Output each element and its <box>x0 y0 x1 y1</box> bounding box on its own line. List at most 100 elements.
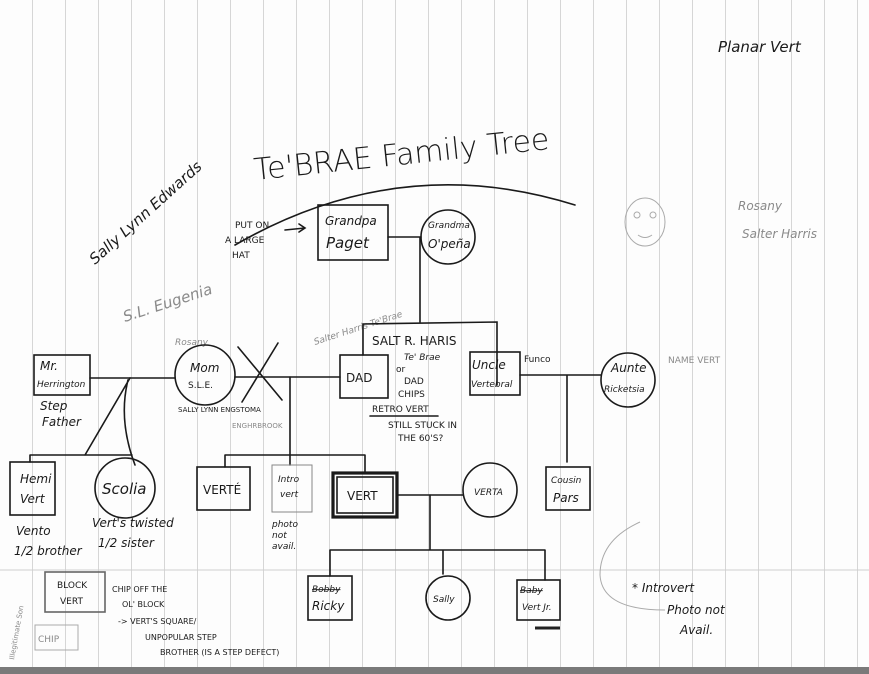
bobby-label: Bobby <box>312 585 341 595</box>
hemi-vert-box <box>9 461 56 516</box>
ricky-box <box>307 575 353 621</box>
cousin-pars-box <box>545 466 591 511</box>
scolia-note-1: Vert's twisted <box>92 516 174 530</box>
uncle-label-2: Vertebral <box>471 380 513 390</box>
step-father-label-2: Father <box>42 415 82 429</box>
mom-sub-1: SALLY LYNN ENGSTOMA <box>178 406 261 414</box>
chip-label: CHIP <box>38 635 60 645</box>
step-father-label-1: Step <box>40 399 68 413</box>
hemi-label-1: Hemi <box>20 472 52 486</box>
salt-label-7: STILL STUCK IN <box>388 421 457 431</box>
intro-label-2: vert <box>280 490 299 500</box>
scolia-label: Scolia <box>102 480 146 498</box>
scolia-note-2: 1/2 sister <box>98 536 155 550</box>
name-vert-note: NAME VERT <box>668 356 721 366</box>
block-note-5: BROTHER (IS A STEP DEFECT) <box>160 648 279 657</box>
verte-box <box>196 466 251 511</box>
title-arc <box>234 184 576 246</box>
grandma-label-2: O'peña <box>428 237 471 251</box>
introvert-note-3: Avail. <box>679 623 713 637</box>
salt-bracket <box>362 321 498 386</box>
block-note-3: -> VERT'S SQUARE/ <box>118 617 197 626</box>
block-note-1: CHIP OFF THE <box>112 585 167 594</box>
intro-label-1: Intro <box>278 475 300 485</box>
hat-note-1: PUT ON <box>235 221 269 231</box>
arrow-icon <box>284 223 307 233</box>
hat-note-3: HAT <box>232 251 250 261</box>
salt-label-4: DAD <box>404 377 424 387</box>
block-note-2: OL' BLOCK <box>122 600 165 609</box>
divorce-x-icon <box>237 342 283 403</box>
cousin-label-2: Pars <box>553 491 579 505</box>
intro-vert-box <box>271 464 313 513</box>
block-label-2: VERT <box>60 597 83 607</box>
block-label-1: BLOCK <box>57 581 88 591</box>
salt-label-6: RETRO VERT <box>372 405 429 415</box>
tree-title: Te'BRAE Family Tree <box>252 122 551 188</box>
salt-label-5: CHIPS <box>398 390 425 400</box>
salt-label-1: SALT R. HARIS <box>372 334 457 348</box>
salt-label-2: Te' Brae <box>404 353 441 363</box>
block-vert-box <box>44 571 106 613</box>
grandparents-link <box>387 236 422 323</box>
aunte-label-2: Ricketsia <box>604 385 645 395</box>
grandma-label-1: Grandma <box>428 221 470 231</box>
mr-herrington-label-1: Mr. <box>40 359 58 373</box>
vert-jr-label: Vert Jr. <box>522 603 552 613</box>
step-family-lines <box>29 377 136 466</box>
salt-label-3: or <box>396 365 406 375</box>
sally-lynn-edwards-note: Sally Lynn Edwards <box>86 157 206 268</box>
sally-circle <box>425 575 471 621</box>
aunte-circle <box>600 352 656 408</box>
mom-rosany-label: Rosany <box>175 338 209 348</box>
chip-box <box>34 624 79 651</box>
hat-note-2: A LARGE <box>225 236 265 246</box>
mom-circle <box>174 344 236 406</box>
dad-label: DAD <box>346 371 372 385</box>
intro-note-3: avail. <box>272 542 296 552</box>
mr-herrington-label-2: Herrington <box>37 380 86 390</box>
mom-label-2: S.L.E. <box>188 381 213 391</box>
rosany-note-2: Salter Harris <box>742 227 817 241</box>
verte-label: VERTÉ <box>203 482 241 497</box>
sl-eugenia-note: S.L. Eugenia <box>121 280 215 326</box>
vert-label: VERT <box>347 489 378 503</box>
ricky-label: Ricky <box>312 599 345 613</box>
intro-note-1: photo <box>271 520 298 530</box>
uncle-box <box>469 351 521 396</box>
salt-label-8: THE 60'S? <box>397 434 443 444</box>
introvert-note-2: Photo not <box>667 603 726 617</box>
vert-jr-box <box>516 579 561 621</box>
introvert-note-1: * Introvert <box>632 581 695 595</box>
verta-circle <box>462 462 518 518</box>
rosany-note-1: Rosany <box>738 199 783 213</box>
uncle-label-1: Uncle <box>472 358 506 372</box>
mom-label-1: Mom <box>190 361 219 375</box>
baby-label: Baby <box>520 586 543 596</box>
intro-note-2: not <box>272 531 287 541</box>
mom-sub-2: ENGHRBROOK <box>232 422 283 430</box>
vert-inner-box <box>336 476 394 514</box>
aunte-label-1: Aunte <box>610 361 647 375</box>
face-sketch-icon <box>624 197 666 247</box>
uncle-funco-label: Funco <box>524 355 551 365</box>
hemi-note-2: 1/2 brother <box>14 544 83 558</box>
planar-vert-label: Planar Vert <box>718 38 802 56</box>
sally-label: Sally <box>433 595 455 605</box>
grandpa-label-2: Paget <box>326 234 370 252</box>
cousin-label-1: Cousin <box>551 476 582 486</box>
scolia-circle <box>94 457 156 519</box>
siblings-lines <box>224 376 366 474</box>
grandpa-label-1: Grandpa <box>325 214 377 228</box>
introvert-arrow-curve <box>599 521 666 611</box>
verta-label: VERTA <box>474 488 503 498</box>
block-note-4: UNPOPULAR STEP <box>145 633 217 642</box>
illegitimate-son-note: Illegitimate Son <box>8 605 25 660</box>
scan-edge <box>0 667 869 674</box>
hemi-note-1: Vento <box>16 524 51 538</box>
grandpa-box <box>317 204 389 261</box>
mr-herrington-box <box>33 354 91 396</box>
marriage-lines <box>89 374 602 463</box>
